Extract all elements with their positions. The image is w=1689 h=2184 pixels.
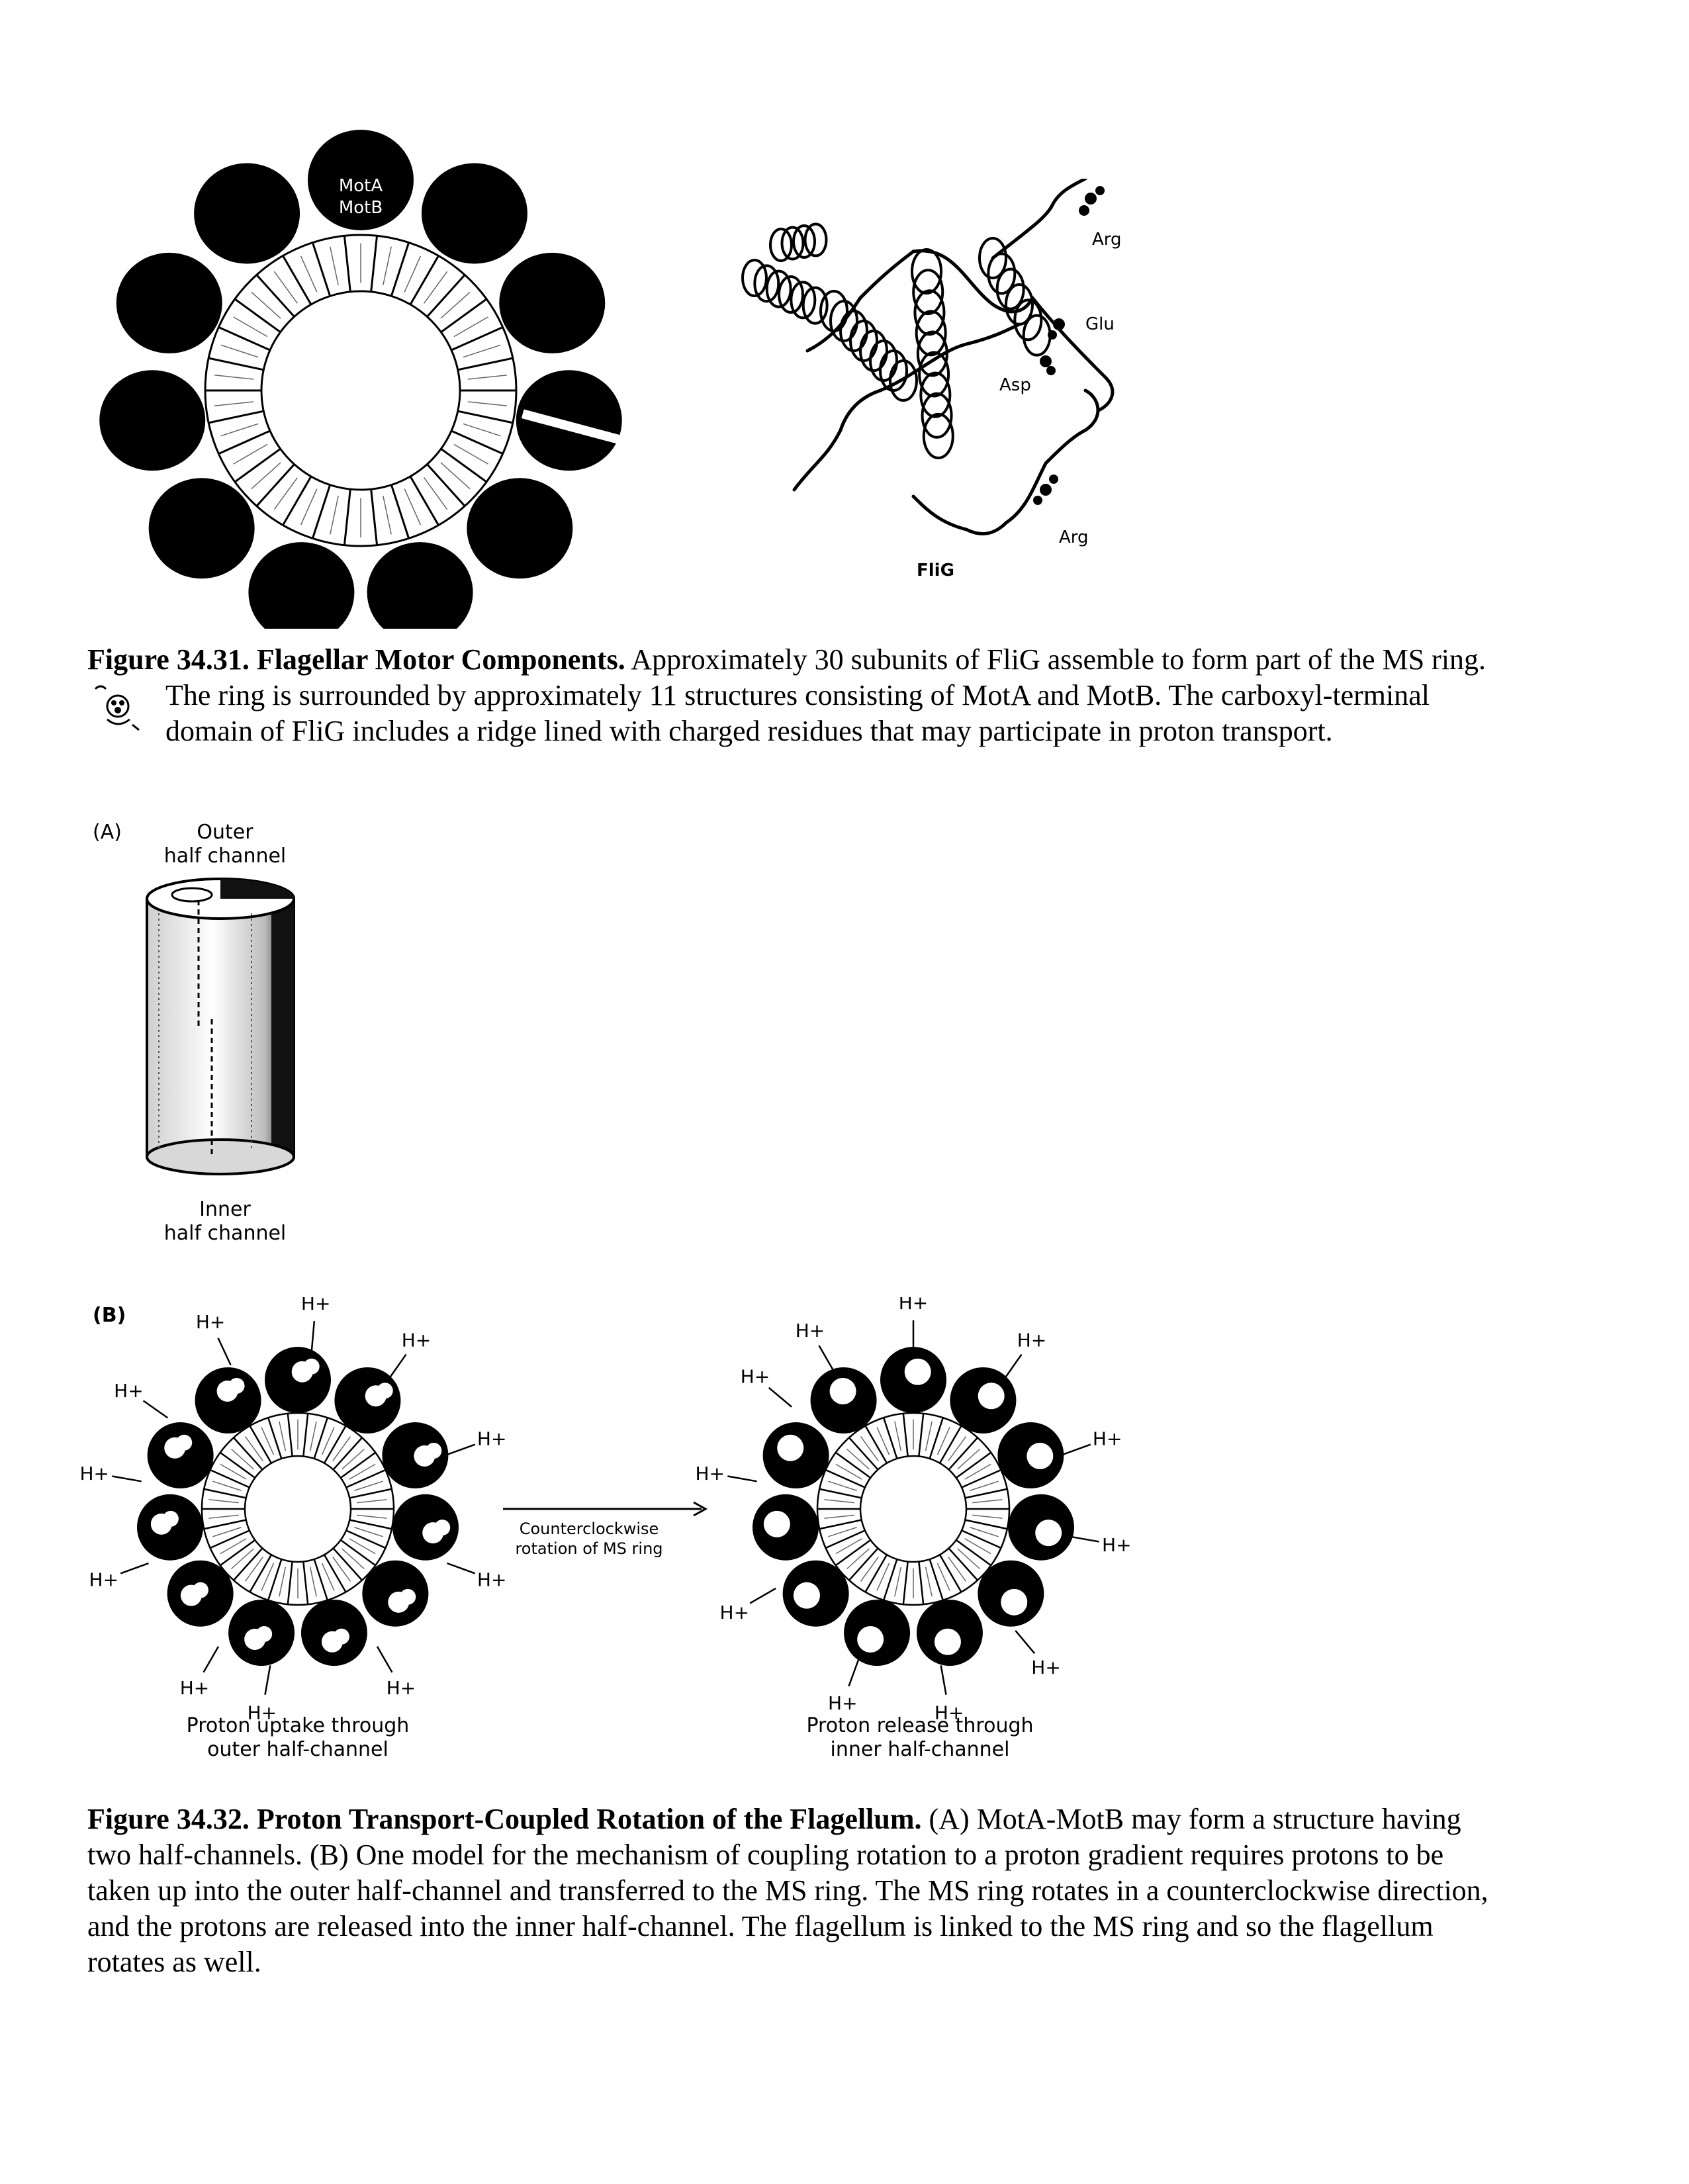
mota-motb-right <box>752 1347 1075 1666</box>
uptake-caption: Proton uptake through outer half-channel <box>126 1714 470 1762</box>
proton-label: H+ <box>402 1329 432 1351</box>
release-caption: Proton release through inner half-channe… <box>748 1714 1092 1762</box>
mota-motb-complex <box>467 478 573 579</box>
release-caption-line-1: Proton release through <box>806 1714 1034 1737</box>
outer-label-line-1: Outer <box>197 821 253 844</box>
proton-label: H+ <box>196 1311 226 1333</box>
ms-ring-right <box>816 1412 1011 1606</box>
mota-motb-complex <box>421 163 527 264</box>
fliG-ring <box>204 234 518 547</box>
mota-motb-complexes <box>99 130 623 629</box>
proton-label: H+ <box>899 1297 929 1314</box>
figure-34-32-caption-line-5: rotates as well. <box>87 1946 261 1978</box>
proton-label: H+ <box>935 1702 964 1723</box>
proton-label: H+ <box>114 1380 144 1402</box>
ms-ring-diagram: MotA MotB <box>99 130 623 629</box>
proton-uptake-diagram: H+ H+ H+ H+ H+ H+ H+ H+ H+ H+ H+ <box>79 1297 506 1723</box>
mota-label: MotA <box>339 176 383 196</box>
panel-b-label: (B) <box>93 1304 126 1327</box>
proton-label: H+ <box>180 1677 210 1699</box>
proton-label: H+ <box>477 1569 507 1591</box>
proton-label: H+ <box>89 1569 119 1591</box>
figure-34-31-caption-line-3: domain of FliG includes a ridge lined wi… <box>165 715 1333 747</box>
proton-label: H+ <box>1102 1534 1132 1556</box>
uptake-caption-line-2: outer half-channel <box>207 1738 388 1761</box>
mota-motb-complex <box>367 542 473 629</box>
proton-label: H+ <box>477 1428 507 1449</box>
glu-label: Glu <box>1085 314 1115 334</box>
inner-label-line-2: half channel <box>163 1222 287 1245</box>
mota-motb-left <box>136 1347 459 1666</box>
figure-34-31-caption-line-2: The ring is surrounded by approximately … <box>165 679 1430 711</box>
mota-motb-labeled-complex <box>308 130 414 230</box>
asp-label: Asp <box>999 375 1031 395</box>
proton-label: H+ <box>1031 1657 1061 1678</box>
figure-34-32-caption-line-3: taken up into the outer half-channel and… <box>87 1874 1488 1907</box>
mota-motb-complex <box>499 252 606 353</box>
flig-label: FliG <box>917 561 954 580</box>
proton-label: H+ <box>1017 1329 1047 1351</box>
protons-left: H+ H+ H+ H+ H+ H+ H+ H+ H+ H+ H+ <box>79 1297 506 1723</box>
inner-label-line-1: Inner <box>199 1198 251 1221</box>
protons-right: H+ H+ H+ H+ H+ H+ H+ H+ H+ H+ H+ <box>695 1297 1131 1723</box>
flig-structure: Arg Glu Asp Arg FliG <box>741 179 1122 580</box>
figure-34-31-title: Figure 34.31. Flagellar Motor Components… <box>87 643 625 676</box>
proton-release-diagram: H+ H+ H+ H+ H+ H+ H+ H+ H+ H+ H+ <box>695 1297 1131 1723</box>
proton-label: H+ <box>741 1365 770 1387</box>
mota-motb-complex <box>516 370 622 471</box>
figure-34-31-caption-line-1: Approximately 30 subunits of FliG assemb… <box>631 643 1486 676</box>
arrow-label-line-1: Counterclockwise <box>520 1520 659 1538</box>
outer-label-line-2: half channel <box>163 844 287 868</box>
figure-34-32-caption-line-1: (A) MotA-MotB may form a structure havin… <box>929 1803 1461 1835</box>
inner-half-channel-label: Inner half channel <box>132 1198 318 1246</box>
motb-label: MotB <box>339 198 383 218</box>
proton-label: H+ <box>79 1463 109 1484</box>
molecule-viewer-icon[interactable] <box>91 682 144 735</box>
figure-34-32-caption-line-2: two half-channels. (B) One model for the… <box>87 1839 1444 1871</box>
figure-34-32-caption-line-4: and the protons are released into the in… <box>87 1910 1434 1942</box>
figure-34-32-title: Figure 34.32. Proton Transport-Coupled R… <box>87 1803 922 1835</box>
proton-label: H+ <box>828 1692 858 1714</box>
proton-label: H+ <box>248 1702 277 1723</box>
proton-label: H+ <box>796 1320 825 1342</box>
proton-label: H+ <box>695 1463 725 1484</box>
mota-motb-complex <box>194 163 300 264</box>
proton-label: H+ <box>301 1297 331 1314</box>
mota-motb-complex <box>248 542 355 629</box>
proton-label: H+ <box>387 1677 416 1699</box>
outer-half-channel-label: Outer half channel <box>132 821 318 868</box>
uptake-caption-line-1: Proton uptake through <box>186 1714 410 1737</box>
release-caption-line-2: inner half-channel <box>830 1738 1010 1761</box>
proton-label: H+ <box>1093 1428 1122 1449</box>
half-channel-cylinder <box>146 878 295 1175</box>
proton-label: H+ <box>720 1602 750 1623</box>
figure-34-32-caption: Figure 34.32. Proton Transport-Coupled R… <box>87 1801 1603 1980</box>
mota-motb-complex <box>148 478 255 579</box>
mota-motb-complex <box>99 370 206 471</box>
arrow-label-line-2: rotation of MS ring <box>515 1539 662 1558</box>
figure-34-31-caption: Figure 34.31. Flagellar Motor Components… <box>87 642 1603 749</box>
rotation-arrow: Counterclockwise rotation of MS ring <box>503 1501 708 1558</box>
ms-ring-left <box>201 1412 395 1606</box>
panel-a-label: (A) <box>93 821 122 844</box>
arg-top-label: Arg <box>1092 230 1122 250</box>
mota-motb-complex <box>116 252 222 353</box>
arg-bottom-label: Arg <box>1059 527 1089 547</box>
